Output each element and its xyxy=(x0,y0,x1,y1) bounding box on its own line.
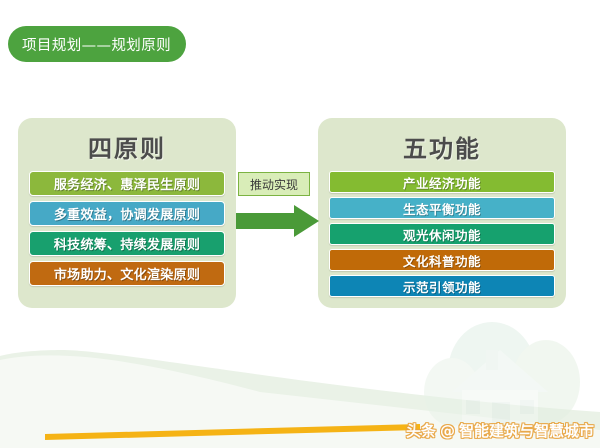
principles-list: 服务经济、惠泽民生原则 多重效益，协调发展原则 科技统筹、持续发展原则 市场助力… xyxy=(18,171,236,286)
principle-item-1-label: 服务经济、惠泽民生原则 xyxy=(53,178,201,193)
principle-item-1[interactable]: 服务经济、惠泽民生原则 xyxy=(29,171,225,196)
principle-item-4[interactable]: 市场助力、文化渲染原则 xyxy=(29,261,225,286)
function-item-4[interactable]: 文化科普功能 xyxy=(329,249,555,271)
functions-panel: 五功能 产业经济功能 生态平衡功能 观光休闲功能 文化科普功能 示范引领功能 xyxy=(318,118,566,308)
function-item-2[interactable]: 生态平衡功能 xyxy=(329,197,555,219)
principle-item-3-label: 科技统筹、持续发展原则 xyxy=(53,238,201,253)
principles-heading: 四原则 xyxy=(88,135,166,163)
function-item-1[interactable]: 产业经济功能 xyxy=(329,171,555,193)
connector-label: 推动实现 xyxy=(249,177,298,192)
function-item-2-label: 生态平衡功能 xyxy=(402,201,481,217)
house-tree-illustration xyxy=(424,322,580,436)
principles-panel: 四原则 服务经济、惠泽民生原则 多重效益，协调发展原则 科技统筹、持续发展原则 … xyxy=(18,118,236,308)
function-item-5-label: 示范引领功能 xyxy=(402,279,481,295)
principle-item-3[interactable]: 科技统筹、持续发展原则 xyxy=(29,231,225,256)
watermark-at-symbol: @ xyxy=(439,421,455,440)
connector-label-box: 推动实现 xyxy=(238,172,310,196)
watermark-account: 智能建筑与智慧城市 xyxy=(458,422,594,440)
watermark-source: 头条 xyxy=(405,422,436,440)
principle-item-2[interactable]: 多重效益，协调发展原则 xyxy=(29,201,225,226)
function-item-1-label: 产业经济功能 xyxy=(402,175,481,191)
watermark: 头条 @ 智能建筑与智慧城市 xyxy=(406,420,594,441)
function-item-4-label: 文化科普功能 xyxy=(402,253,481,269)
function-item-3[interactable]: 观光休闲功能 xyxy=(329,223,555,245)
underline-rule xyxy=(45,424,420,440)
function-item-3-label: 观光休闲功能 xyxy=(402,227,481,243)
arrow-right-icon xyxy=(236,205,319,237)
connector-group: 推动实现 xyxy=(236,172,320,240)
principle-item-2-label: 多重效益，协调发展原则 xyxy=(53,208,201,223)
functions-heading: 五功能 xyxy=(403,135,481,163)
page-title: 项目规划——规划原则 xyxy=(22,37,171,54)
functions-list: 产业经济功能 生态平衡功能 观光休闲功能 文化科普功能 示范引领功能 xyxy=(318,171,566,297)
principle-item-4-label: 市场助力、文化渲染原则 xyxy=(53,268,201,283)
swoosh-curve-upper xyxy=(0,310,600,412)
function-item-5[interactable]: 示范引领功能 xyxy=(329,275,555,297)
slide-title-pill: 项目规划——规划原则 xyxy=(8,26,186,62)
